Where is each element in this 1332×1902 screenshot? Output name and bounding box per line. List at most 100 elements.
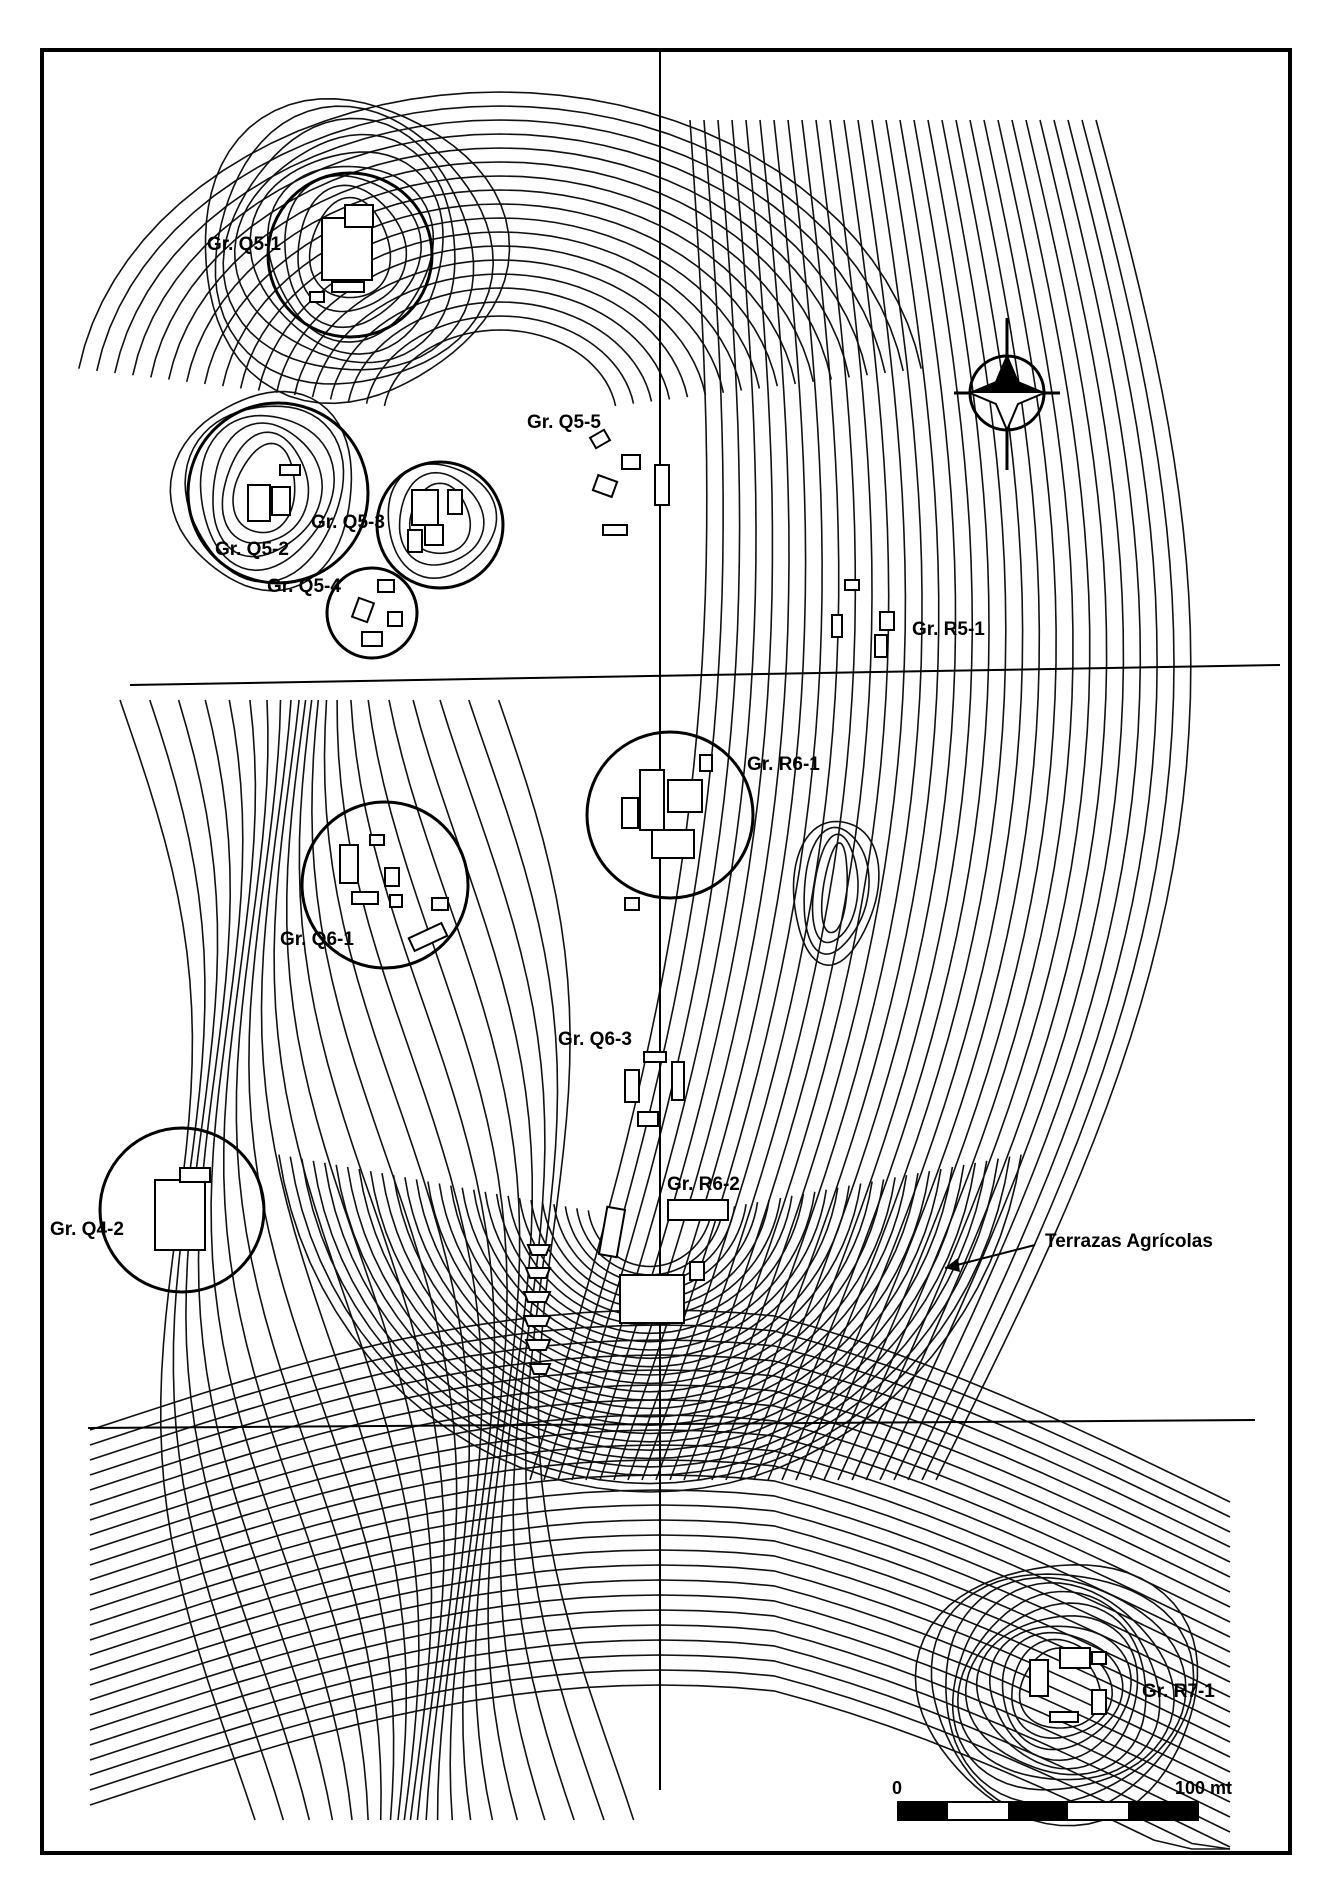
contour-line xyxy=(311,273,689,398)
contour-line xyxy=(197,699,334,1821)
contour-line xyxy=(335,1164,965,1452)
contour-line xyxy=(935,119,1192,1481)
structure xyxy=(667,1199,729,1221)
structure xyxy=(1059,1647,1091,1669)
ring-q4-2 xyxy=(98,1126,266,1294)
contour-line xyxy=(185,175,815,382)
contour-line xyxy=(697,119,907,1481)
structure xyxy=(1029,1659,1049,1697)
north-arrow-icon xyxy=(954,318,1060,470)
contour-line xyxy=(221,203,779,387)
ring-r6-1 xyxy=(585,730,755,900)
ring-q5-1 xyxy=(266,171,434,339)
label-terrazas-agricolas: Terrazas Agrícolas xyxy=(1045,1231,1213,1252)
structure xyxy=(879,611,895,631)
contour-line xyxy=(210,699,353,1821)
structure xyxy=(639,769,665,831)
structure xyxy=(411,489,439,526)
contour-line xyxy=(930,1573,1195,1818)
contour-line xyxy=(284,174,422,329)
structure xyxy=(321,217,373,281)
terraces-pointer xyxy=(944,1244,1036,1272)
label-gr-q4-2: Gr. Q4-2 xyxy=(50,1219,124,1240)
contour-line xyxy=(865,119,1108,1481)
ring-q5-2 xyxy=(186,401,370,585)
structure xyxy=(407,921,449,953)
contour-line xyxy=(248,699,395,1821)
structure xyxy=(667,779,703,813)
contour-line xyxy=(223,699,369,1821)
ring-q6-1 xyxy=(300,800,470,970)
structure xyxy=(384,867,400,887)
contour-line xyxy=(795,119,1024,1481)
structure xyxy=(671,1061,685,1101)
label-gr-q5-2: Gr. Q5-2 xyxy=(215,539,289,560)
contour-line xyxy=(627,119,823,1481)
contour-line xyxy=(964,1602,1147,1776)
contour-line xyxy=(956,1590,1161,1781)
contour-line xyxy=(214,105,495,385)
contour-line xyxy=(347,301,653,402)
label-gr-q5-5: Gr. Q5-5 xyxy=(527,412,601,433)
contour-line xyxy=(781,119,1007,1481)
contour-line xyxy=(369,1170,931,1427)
contour-line xyxy=(323,699,470,1821)
contour-line xyxy=(655,119,857,1481)
scale-bar: 0 100 mt xyxy=(892,1778,1232,1821)
structure xyxy=(621,454,641,470)
terrace-steps xyxy=(522,1244,552,1375)
contour-line xyxy=(587,1210,713,1268)
contour-line xyxy=(975,1615,1139,1770)
contour-line xyxy=(641,119,840,1481)
contour-line xyxy=(739,119,957,1481)
structure xyxy=(1091,1651,1107,1665)
contour-line xyxy=(412,699,546,1821)
contour-line xyxy=(557,119,741,1481)
contour-line xyxy=(346,1166,954,1443)
structure xyxy=(619,1274,685,1324)
contour-line xyxy=(233,133,456,364)
structure xyxy=(351,891,379,905)
contour-line xyxy=(683,119,890,1481)
contour-line xyxy=(398,471,485,566)
contour-line xyxy=(599,119,790,1481)
structure xyxy=(431,897,449,911)
contour-line xyxy=(837,119,1074,1481)
structure xyxy=(369,834,385,846)
contour-line xyxy=(468,699,605,1821)
contour-line xyxy=(273,699,420,1821)
contour-line xyxy=(150,147,850,378)
contour-line xyxy=(823,119,1057,1481)
contour-line xyxy=(78,91,922,369)
contour-line xyxy=(415,1179,885,1393)
contour-lines xyxy=(78,91,1231,1850)
contour-line xyxy=(497,699,635,1821)
contour-line xyxy=(311,699,458,1821)
structures xyxy=(154,204,1107,1723)
contour-line xyxy=(820,842,848,934)
contour-line xyxy=(199,414,336,572)
contour-line xyxy=(232,442,296,534)
label-gr-r7-1: Gr. R7-1 xyxy=(1142,1681,1215,1702)
contour-line xyxy=(669,119,873,1481)
contour-line xyxy=(809,119,1041,1481)
grid-horizontal-1 xyxy=(129,664,1281,686)
contour-line xyxy=(907,119,1158,1481)
structure xyxy=(309,291,325,303)
structure xyxy=(624,897,640,911)
scale-start-label: 0 xyxy=(892,1778,902,1798)
label-gr-r6-1: Gr. R6-1 xyxy=(747,754,820,775)
structure xyxy=(654,464,670,506)
contour-line xyxy=(329,287,671,400)
ring-q5-3 xyxy=(375,460,505,590)
contour-line xyxy=(450,1185,850,1368)
contour-line xyxy=(753,119,974,1481)
contour-line xyxy=(96,105,904,372)
group-circles xyxy=(98,171,755,1294)
contour-line xyxy=(767,119,990,1481)
structure xyxy=(831,614,843,638)
contour-line xyxy=(239,217,761,389)
contour-line xyxy=(383,329,617,407)
contour-line xyxy=(851,119,1091,1481)
structure xyxy=(387,611,403,627)
